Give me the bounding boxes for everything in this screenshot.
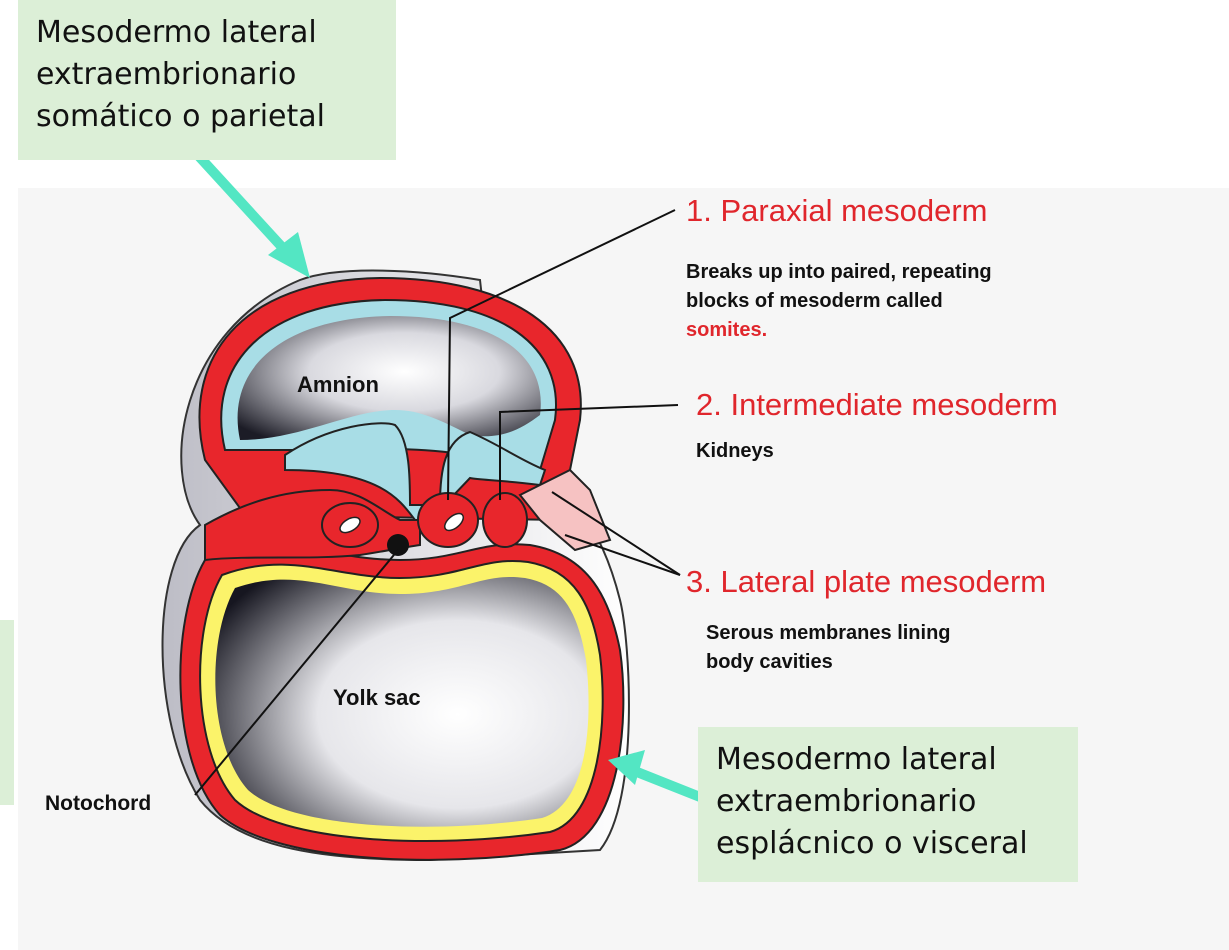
intermediate-mesoderm [483, 493, 527, 547]
desc-intermediate-line-1: Kidneys [696, 437, 774, 466]
arrow-top-shaft [195, 152, 292, 258]
notochord [387, 534, 409, 556]
annotation-visceral-mesoderm: Mesodermo lateral extraembrionario esplá… [698, 727, 1078, 882]
desc-paraxial-line-2: blocks of mesoderm called [686, 287, 992, 316]
desc-intermediate-mesoderm: Kidneys [696, 437, 774, 466]
heading-lateral-plate-mesoderm: 3. Lateral plate mesoderm [686, 564, 1046, 600]
heading-intermediate-mesoderm: 2. Intermediate mesoderm [696, 387, 1058, 423]
arrow-bottom-shaft [632, 770, 700, 797]
label-notochord: Notochord [45, 792, 151, 816]
desc-lateral-line-1: Serous membranes lining [706, 619, 951, 648]
label-amnion: Amnion [297, 372, 379, 398]
label-yolk-sac: Yolk sac [333, 685, 421, 711]
desc-lateral-line-2: body cavities [706, 648, 951, 677]
heading-paraxial-mesoderm: 1. Paraxial mesoderm [686, 193, 988, 229]
annotation-left-edge [0, 620, 14, 805]
desc-paraxial-line-1: Breaks up into paired, repeating [686, 258, 992, 287]
desc-lateral-plate-mesoderm: Serous membranes lining body cavities [706, 619, 951, 677]
desc-paraxial-highlight: somites. [686, 316, 992, 345]
annotation-somatic-mesoderm: Mesodermo lateral extraembrionario somát… [18, 0, 396, 160]
desc-paraxial-mesoderm: Breaks up into paired, repeating blocks … [686, 258, 992, 345]
